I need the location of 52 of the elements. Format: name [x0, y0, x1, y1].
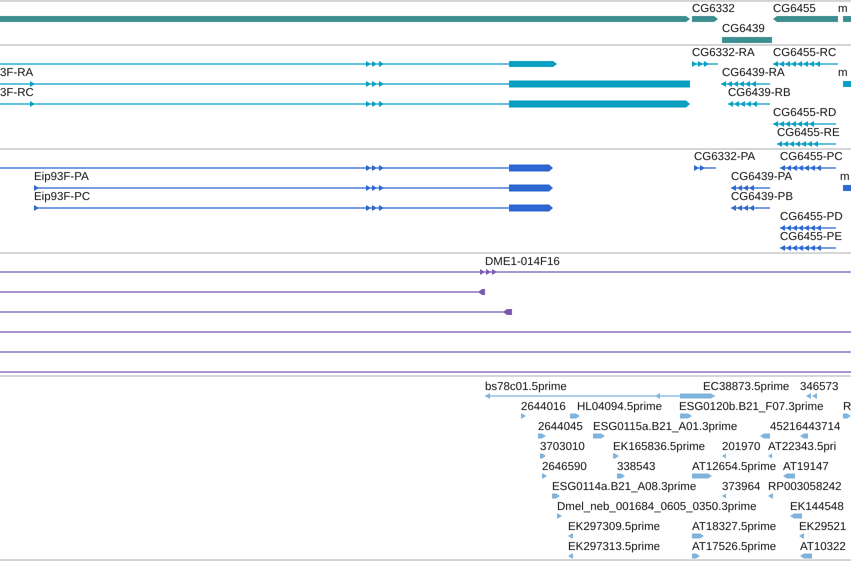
feature-label: CG6439-PA [731, 171, 792, 184]
feature-label: CG6332-RA [692, 47, 755, 60]
feature-label: 3703010 [540, 441, 585, 454]
feature-label: 3F-RC [0, 87, 34, 100]
feature-label: AT12654.5prime [692, 461, 776, 474]
feature-label: CG6439-RA [722, 67, 785, 80]
feature-label: CG6455-PE [780, 231, 842, 244]
feature-label: ESG0115a.B21_A01.3prime [593, 421, 738, 434]
feature-label: RP003058242 [768, 481, 842, 494]
feature-label: 2644016 [521, 401, 566, 414]
feature-label: EC38873.5prime [703, 381, 790, 394]
feature-label: 3F-RA [0, 67, 34, 80]
feature-label: ESG0120b.B21_F07.3prime [679, 401, 824, 414]
feature-label: m [838, 67, 848, 80]
feature-label: CG6455-RC [773, 47, 836, 60]
feature-label: AT10322 [800, 541, 846, 554]
feature-label: HL04094.5prime [577, 401, 662, 414]
feature-label: CG6455-RD [773, 107, 836, 120]
feature-label: ESG0114a.B21_A08.3prime [552, 481, 696, 494]
feature-label: CG6332 [692, 3, 735, 16]
feature-label: CG6439-PB [731, 191, 794, 204]
feature-label: AT18327.5prime [692, 521, 776, 534]
feature-label: 2646590 [542, 461, 587, 474]
feature-label: 373964 [722, 481, 760, 494]
feature-label: 201970 [722, 441, 760, 454]
feature-label: R [843, 401, 851, 414]
feature-label: EK144548 [790, 501, 844, 514]
feature-label: 2644045 [538, 421, 583, 434]
feature-label: CG6455-PC [780, 151, 843, 164]
feature-label: Eip93F-PA [34, 171, 89, 184]
feature-label: 338543 [617, 461, 656, 474]
feature-label: AT19147 [783, 461, 829, 474]
feature-label: EK297309.5prime [568, 521, 660, 534]
feature-label: AT17526.5prime [692, 541, 776, 554]
feature-label: AT22343.5pri [768, 441, 836, 454]
feature-label: EK29521 [799, 521, 846, 534]
feature-label: CG6439 [722, 23, 765, 36]
feature-label: m [840, 171, 850, 184]
feature-label: m [838, 3, 848, 16]
feature-label: CG6455 [773, 3, 816, 16]
feature-label: CG6455-RE [777, 127, 840, 140]
feature-label: 346573 [800, 381, 838, 394]
feature-label: CG6332-PA [694, 151, 756, 164]
feature-label: Eip93F-PC [34, 191, 90, 204]
feature-label: CG6455-PD [780, 211, 843, 224]
feature-label: bs78c01.5prime [485, 381, 567, 394]
feature-label: DME1-014F16 [485, 256, 560, 269]
feature-label: EK165836.5prime [613, 441, 706, 454]
feature-label: EK297313.5prime [568, 541, 660, 554]
feature-label: CG6439-RB [728, 87, 791, 100]
feature-label: 45216443714 [770, 421, 840, 434]
feature-label: Dmel_neb_001684_0605_0350.3prime [557, 501, 756, 514]
